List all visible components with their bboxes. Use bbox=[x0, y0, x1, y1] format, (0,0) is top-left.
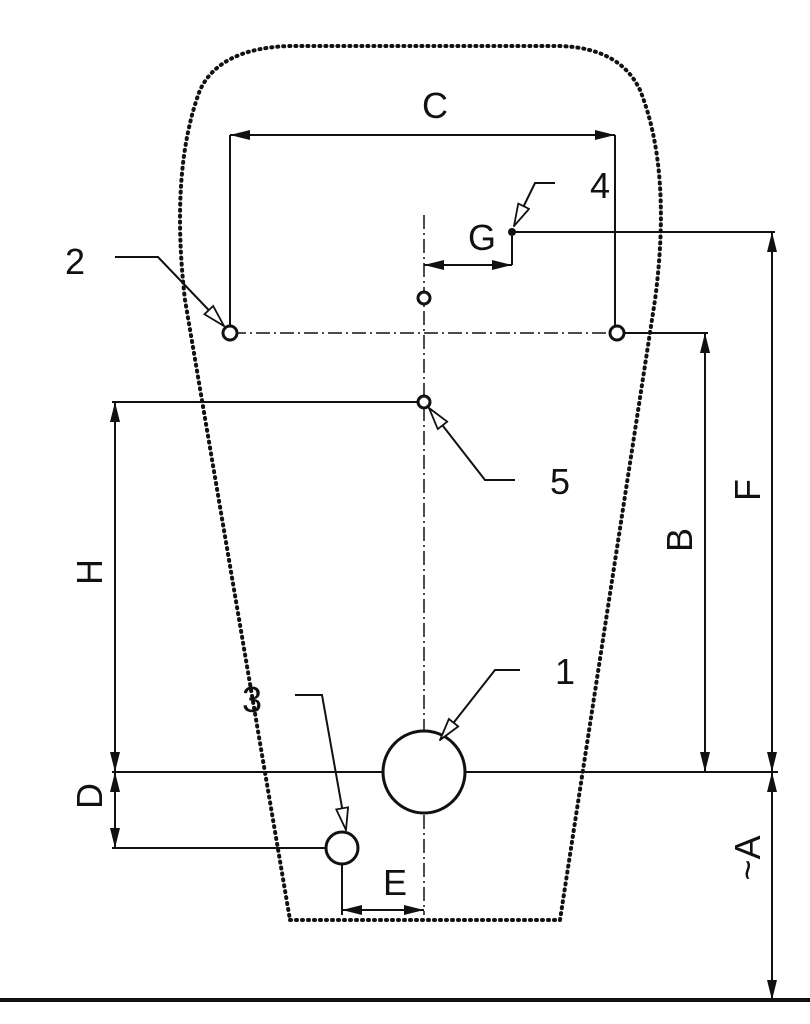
label-h: H bbox=[69, 559, 110, 585]
label-f: F bbox=[727, 479, 768, 501]
hole-3 bbox=[324, 830, 360, 866]
label-e: E bbox=[383, 862, 407, 903]
hole-top-center bbox=[416, 290, 432, 306]
hole-5 bbox=[416, 394, 432, 410]
callout-1: 1 bbox=[555, 651, 575, 692]
leader-4 bbox=[514, 182, 555, 226]
label-b: B bbox=[659, 528, 700, 552]
callout-4: 4 bbox=[590, 165, 610, 206]
label-d: D bbox=[69, 783, 110, 809]
callout-2: 2 bbox=[65, 241, 85, 282]
leader-2 bbox=[115, 256, 224, 326]
hole-2-right bbox=[608, 324, 626, 342]
leader-1 bbox=[440, 669, 520, 740]
device-outline bbox=[178, 44, 663, 922]
hole-2-left bbox=[221, 324, 239, 342]
leader-3 bbox=[295, 694, 346, 830]
label-c: C bbox=[422, 85, 448, 126]
label-a: ~A bbox=[727, 835, 768, 880]
point-4 bbox=[508, 228, 516, 236]
hole-1-large bbox=[381, 729, 467, 815]
callout-3: 3 bbox=[242, 679, 262, 720]
callout-5: 5 bbox=[550, 461, 570, 502]
leader-5 bbox=[429, 408, 515, 481]
label-g: G bbox=[468, 217, 496, 258]
